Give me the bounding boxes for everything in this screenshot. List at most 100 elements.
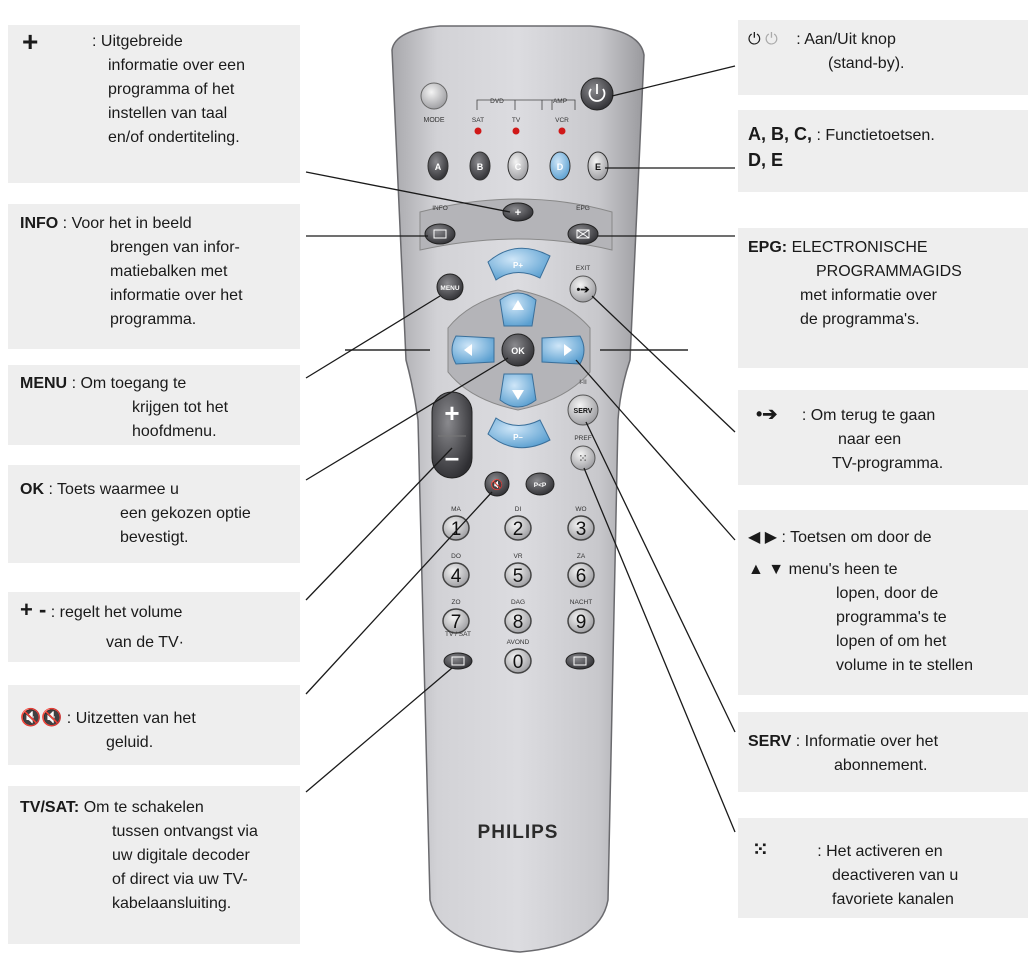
callout-panel-menu [8, 365, 300, 445]
digit-label-0: 0 [513, 652, 524, 673]
pref-button[interactable] [570, 445, 596, 471]
digit-button-2[interactable] [504, 515, 532, 541]
ok-button[interactable] [501, 333, 535, 367]
leader-volume [305, 447, 453, 601]
callout-info-plus-line-2: informatie over een [108, 57, 245, 74]
callout-arrows-line-5: lopen of om het [836, 633, 947, 650]
p-minus-label: P– [513, 433, 523, 442]
leader-mute [305, 491, 493, 695]
info-plus-button[interactable] [502, 202, 534, 222]
function-key-e[interactable] [587, 151, 609, 181]
callout-epg-line-1: ELECTRONISCHE [791, 239, 928, 256]
callout-info-line-4: informatie over het [110, 287, 243, 304]
menu-button[interactable] [436, 273, 464, 301]
amp-label: AMP [553, 98, 567, 105]
info-epg-cluster [419, 198, 613, 251]
callout-panel-mute [8, 685, 300, 765]
power-button-icon [588, 88, 606, 102]
function-key-c[interactable] [507, 151, 529, 181]
digit-label-2: 2 [513, 519, 524, 540]
callout-abcde: A, B, C, : Functietoetsen. D, E [748, 122, 935, 174]
digit-day-label-3: WO [575, 506, 586, 513]
digit-label-8: 8 [513, 612, 524, 633]
left-right-arrow-icons: ◀ ▶ [748, 529, 778, 546]
vcr-label: VCR [555, 117, 569, 124]
function-key-label-e: E [595, 162, 601, 172]
p-plus-button[interactable] [487, 247, 551, 281]
function-key-b[interactable] [469, 151, 491, 181]
power-dimmed-icon: ⏻ [765, 31, 778, 48]
callout-pref-line-1: : Het activeren en [817, 843, 943, 860]
nav-up-arrow-icon [512, 300, 524, 310]
callout-abcde-keys-1: A, B, C, [748, 124, 813, 144]
serv-button[interactable] [567, 394, 599, 426]
callout-volume-line-2: van de TV· [106, 634, 184, 651]
digit-button-4[interactable] [442, 562, 470, 588]
tvsat-button[interactable] [443, 652, 473, 670]
mode-button[interactable] [420, 82, 448, 110]
callout-abcde-desc: : Functietoetsen. [816, 127, 935, 144]
callout-panel-pref [738, 818, 1028, 918]
exit-label-remote: EXIT [576, 265, 590, 272]
serv-top-label: I-II [579, 379, 587, 386]
function-key-d[interactable] [549, 151, 571, 181]
digit-button-5[interactable] [504, 562, 532, 588]
leader-menu [305, 295, 441, 379]
callout-menu-line-3: hoofdmenu. [132, 423, 217, 440]
p-minus-button[interactable] [487, 417, 551, 449]
callout-pref-line-2: deactiveren van u [832, 867, 959, 884]
callout-serv: SERV : Informatie over het abonnement. [748, 730, 938, 778]
callout-epg-line-2: PROGRAMMAGIDS [816, 263, 962, 280]
callout-tvsat-key: TV/SAT: [20, 799, 80, 816]
callout-epg-line-3: met informatie over [800, 287, 937, 304]
remote-body [391, 25, 645, 953]
brand-logo: PHILIPS [478, 822, 559, 843]
callout-arrows-line-6: volume in te stellen [836, 657, 973, 674]
plus-key-icon: + [22, 26, 39, 57]
digit-button-8[interactable] [504, 608, 532, 634]
digit-button-7[interactable] [442, 608, 470, 634]
callout-volume: + - : regelt het volume van de TV· [20, 598, 184, 655]
digit-button-3[interactable] [567, 515, 595, 541]
volume-down-button[interactable]: – [445, 442, 459, 472]
callout-panel-tvsat [8, 786, 300, 944]
digit-day-label-2: DI [515, 506, 522, 513]
function-key-a[interactable] [427, 151, 449, 181]
p-swap-button[interactable] [525, 472, 555, 496]
leader-pref [583, 467, 736, 833]
subtitle-button[interactable] [565, 652, 595, 670]
leader-power [611, 65, 736, 97]
callout-ok-line-1: : Toets waarmee u [48, 481, 179, 498]
p-swap-label: P<P [534, 482, 547, 489]
exit-button[interactable] [569, 275, 597, 303]
callout-exit-line-3: TV-programma. [832, 455, 944, 472]
digit-day-label-4: DO [451, 553, 461, 560]
nav-left-button[interactable] [451, 335, 495, 365]
info-button[interactable] [424, 223, 456, 245]
callout-arrows: ◀ ▶ : Toetsen om door de ▲ ▼ menu's heen… [748, 526, 973, 678]
function-key-label-b: B [477, 162, 484, 172]
digit-button-9[interactable] [567, 608, 595, 634]
digit-button-1[interactable] [442, 515, 470, 541]
callout-epg-key: EPG: [748, 239, 788, 256]
digit-day-label-0: AVOND [507, 639, 530, 646]
mute-button[interactable] [484, 471, 510, 497]
digit-button-0[interactable] [504, 648, 532, 674]
tvsat-button-icon [451, 656, 465, 666]
ok-label-remote: OK [511, 346, 525, 356]
callout-info: INFO : Voor het in beeld brengen van inf… [20, 212, 243, 332]
tvsat-label-remote: TV / SAT [445, 631, 471, 638]
mute-speaker-icon: 🔇 [20, 708, 42, 727]
callout-power-line-2: (stand-by). [828, 55, 905, 72]
volume-up-button[interactable]: + [444, 398, 459, 428]
digit-button-6[interactable] [567, 562, 595, 588]
nav-right-arrow-icon [564, 344, 572, 356]
callout-serv-key: SERV [748, 733, 792, 750]
nav-right-button[interactable] [541, 335, 585, 365]
callout-info-plus: + : Uitgebreide informatie over een prog… [22, 26, 245, 150]
epg-button-icon [576, 229, 590, 239]
callout-panel-info-plus [8, 25, 300, 183]
exit-button-icon: •➔ [576, 284, 590, 296]
callout-panel-ok [8, 465, 300, 563]
